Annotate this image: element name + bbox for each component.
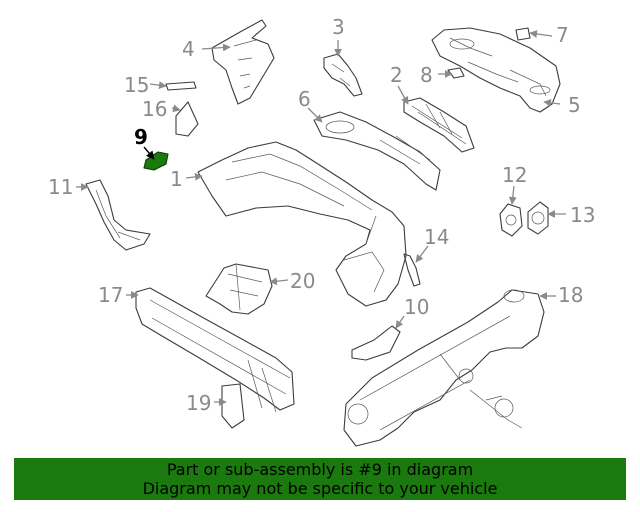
part-4-bracket[interactable]: [211, 19, 275, 105]
part-8-clip[interactable]: [447, 67, 465, 79]
callout-9[interactable]: 9: [134, 125, 148, 149]
part-1-bumper-cover[interactable]: [197, 141, 407, 307]
callout-4[interactable]: 4: [182, 37, 195, 61]
callout-1[interactable]: 1: [170, 167, 183, 191]
callout-8[interactable]: 8: [420, 63, 433, 87]
callout-6[interactable]: 6: [298, 87, 311, 111]
part-11-side-bracket[interactable]: [85, 179, 151, 251]
part-16-cover[interactable]: [175, 101, 199, 137]
part-20-mount[interactable]: [205, 263, 273, 315]
part-15-strip[interactable]: [165, 81, 197, 91]
callout-10[interactable]: 10: [404, 295, 429, 319]
part-14-trim[interactable]: [403, 253, 421, 287]
part-17-beam[interactable]: [135, 287, 295, 413]
callout-7[interactable]: 7: [556, 23, 569, 47]
callout-2[interactable]: 2: [390, 63, 403, 87]
part-19-plate[interactable]: [221, 383, 245, 429]
callout-17[interactable]: 17: [98, 283, 123, 307]
parts-diagram: 1 2 3 4 5 6 7 8 9 10 11 12 13 14 15 16 1…: [48, 15, 595, 447]
callout-19[interactable]: 19: [186, 391, 211, 415]
part-10-trim[interactable]: [351, 325, 401, 361]
info-banner: Part or sub-assembly is #9 in diagram Di…: [14, 458, 626, 500]
banner-line-disclaimer: Diagram may not be specific to your vehi…: [142, 479, 498, 498]
banner-line-part: Part or sub-assembly is #9 in diagram: [166, 460, 474, 479]
callout-15[interactable]: 15: [124, 73, 149, 97]
callout-11[interactable]: 11: [48, 175, 73, 199]
part-6-trim[interactable]: [313, 111, 441, 191]
part-9-selected[interactable]: [143, 151, 169, 171]
callout-5[interactable]: 5: [568, 93, 581, 117]
part-12-sensor[interactable]: [499, 203, 523, 237]
callout-13[interactable]: 13: [570, 203, 595, 227]
part-3-bracket[interactable]: [323, 53, 363, 97]
callout-3[interactable]: 3: [332, 15, 345, 39]
part-13-sensor-holder[interactable]: [527, 201, 549, 235]
part-2-grille[interactable]: [403, 97, 475, 153]
callout-16[interactable]: 16: [142, 97, 167, 121]
callout-18[interactable]: 18: [558, 283, 583, 307]
part-5-diffuser[interactable]: [431, 27, 561, 113]
part-7-clip[interactable]: [515, 27, 531, 41]
callout-12[interactable]: 12: [502, 163, 527, 187]
part-18-tow-hitch[interactable]: [343, 289, 545, 447]
callout-14[interactable]: 14: [424, 225, 449, 249]
callout-20[interactable]: 20: [290, 269, 315, 293]
